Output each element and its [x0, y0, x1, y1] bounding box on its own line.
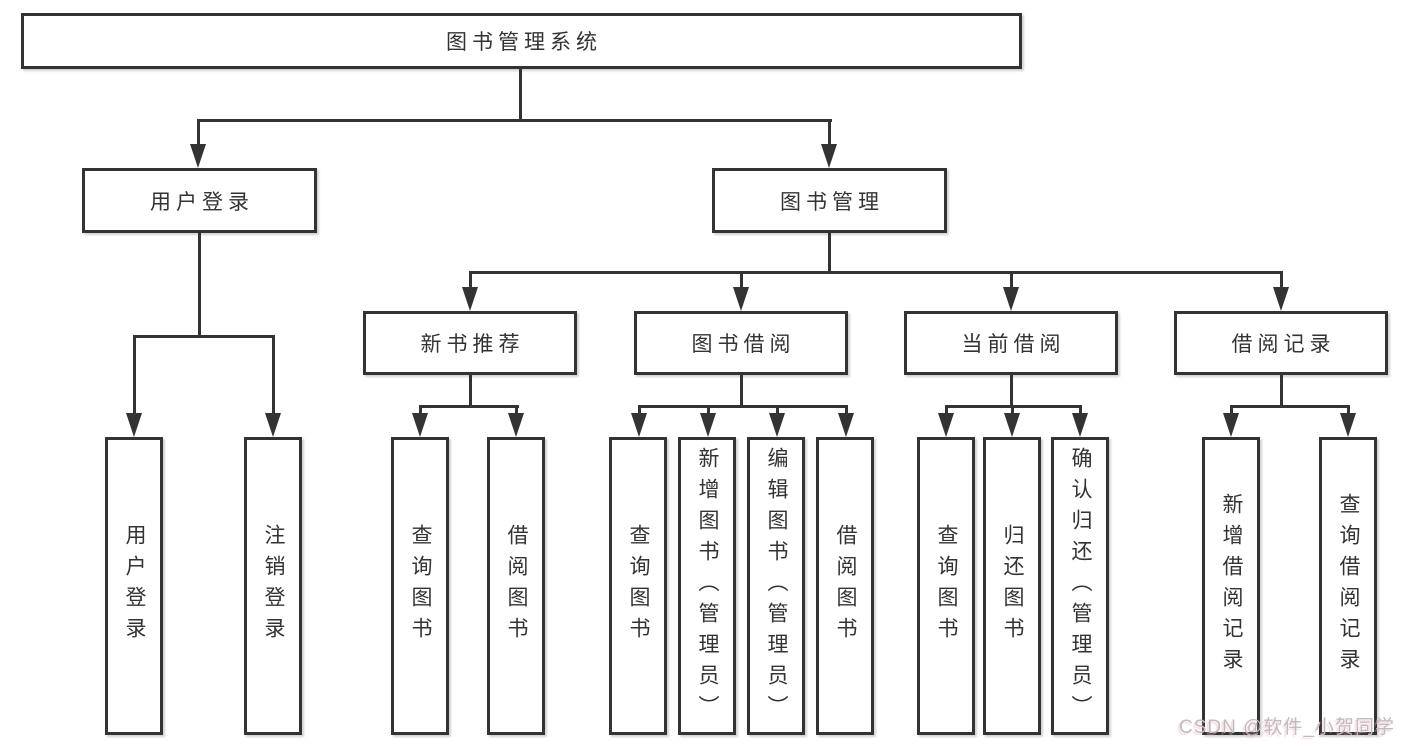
arrowhead	[938, 413, 954, 437]
arrowhead	[631, 413, 647, 437]
arrowhead	[1003, 287, 1019, 311]
connector-records-branch	[1230, 405, 1350, 408]
node-current-borrow: 当前借阅	[904, 311, 1118, 375]
arrowhead	[700, 413, 716, 437]
connector-drop	[707, 405, 710, 415]
connector-current-stem	[1010, 375, 1013, 408]
node-root: 图书管理系统	[21, 13, 1022, 69]
arrowhead	[412, 413, 428, 437]
connector-l1-branch	[197, 119, 832, 122]
leaf-current-query-book: 查询图书	[917, 437, 975, 735]
arrowhead	[508, 413, 524, 437]
connector-drop	[776, 405, 779, 415]
arrowhead	[462, 287, 478, 311]
node-new-book-recommend: 新书推荐	[363, 311, 577, 375]
connector-drop	[515, 405, 518, 415]
node-book-borrow: 图书借阅	[634, 311, 848, 375]
connector-drop-login	[133, 335, 136, 415]
leaf-edit-book-admin: 编辑图书（管理员）	[747, 437, 805, 735]
connector-bookmgmt-stem	[828, 233, 831, 274]
arrowhead	[733, 287, 749, 311]
arrowhead	[1273, 287, 1289, 311]
arrowhead	[769, 413, 785, 437]
arrowhead	[190, 144, 206, 168]
leaf-return-book: 归还图书	[983, 437, 1041, 735]
connector-records-stem	[1280, 375, 1283, 408]
arrowhead	[1072, 413, 1088, 437]
connector-drop	[1230, 405, 1233, 415]
connector-drop-records	[1280, 271, 1283, 289]
connector-root-stem	[519, 66, 522, 122]
arrowhead	[126, 413, 142, 437]
connector-drop-logout	[272, 335, 275, 415]
leaf-query-borrow-record: 查询借阅记录	[1319, 437, 1377, 735]
connector-drop-bookmgmt	[828, 119, 831, 147]
leaf-add-borrow-record: 新增借阅记录	[1202, 437, 1260, 735]
leaf-borrow-query-book: 查询图书	[609, 437, 667, 735]
arrowhead	[838, 413, 854, 437]
leaf-borrow-book: 借阅图书	[816, 437, 874, 735]
arrowhead	[1340, 413, 1356, 437]
connector-user-branch	[133, 335, 275, 338]
arrowhead	[1004, 413, 1020, 437]
connector-drop	[945, 405, 948, 415]
connector-borrow-branch	[638, 405, 848, 408]
connector-user-stem	[198, 233, 201, 338]
leaf-recommend-query-book: 查询图书	[391, 437, 449, 735]
connector-drop-borrow	[740, 271, 743, 289]
leaf-confirm-return-admin: 确认归还（管理员）	[1051, 437, 1109, 735]
connector-drop	[845, 405, 848, 415]
connector-recommend-stem	[469, 375, 472, 408]
leaf-recommend-borrow-book: 借阅图书	[487, 437, 545, 735]
node-book-management: 图书管理	[712, 168, 947, 233]
connector-drop-recommend	[469, 271, 472, 289]
leaf-user-login: 用户登录	[105, 437, 163, 735]
connector-drop	[1347, 405, 1350, 415]
arrowhead	[1223, 413, 1239, 437]
arrowhead	[821, 144, 837, 168]
connector-drop-user	[197, 119, 200, 147]
connector-drop	[1079, 405, 1082, 415]
connector-drop	[1011, 405, 1014, 415]
node-user-login: 用户登录	[82, 168, 317, 233]
csdn-watermark: CSDN @软件_小贺同学	[1179, 717, 1395, 738]
connector-drop	[638, 405, 641, 415]
connector-borrow-stem	[740, 375, 743, 408]
connector-l3-branch	[469, 271, 1283, 274]
leaf-logout: 注销登录	[244, 437, 302, 735]
node-borrow-records: 借阅记录	[1174, 311, 1388, 375]
connector-drop	[419, 405, 422, 415]
connector-drop-current	[1010, 271, 1013, 289]
leaf-add-book-admin: 新增图书（管理员）	[678, 437, 736, 735]
connector-recommend-branch	[419, 405, 519, 408]
arrowhead	[265, 413, 281, 437]
